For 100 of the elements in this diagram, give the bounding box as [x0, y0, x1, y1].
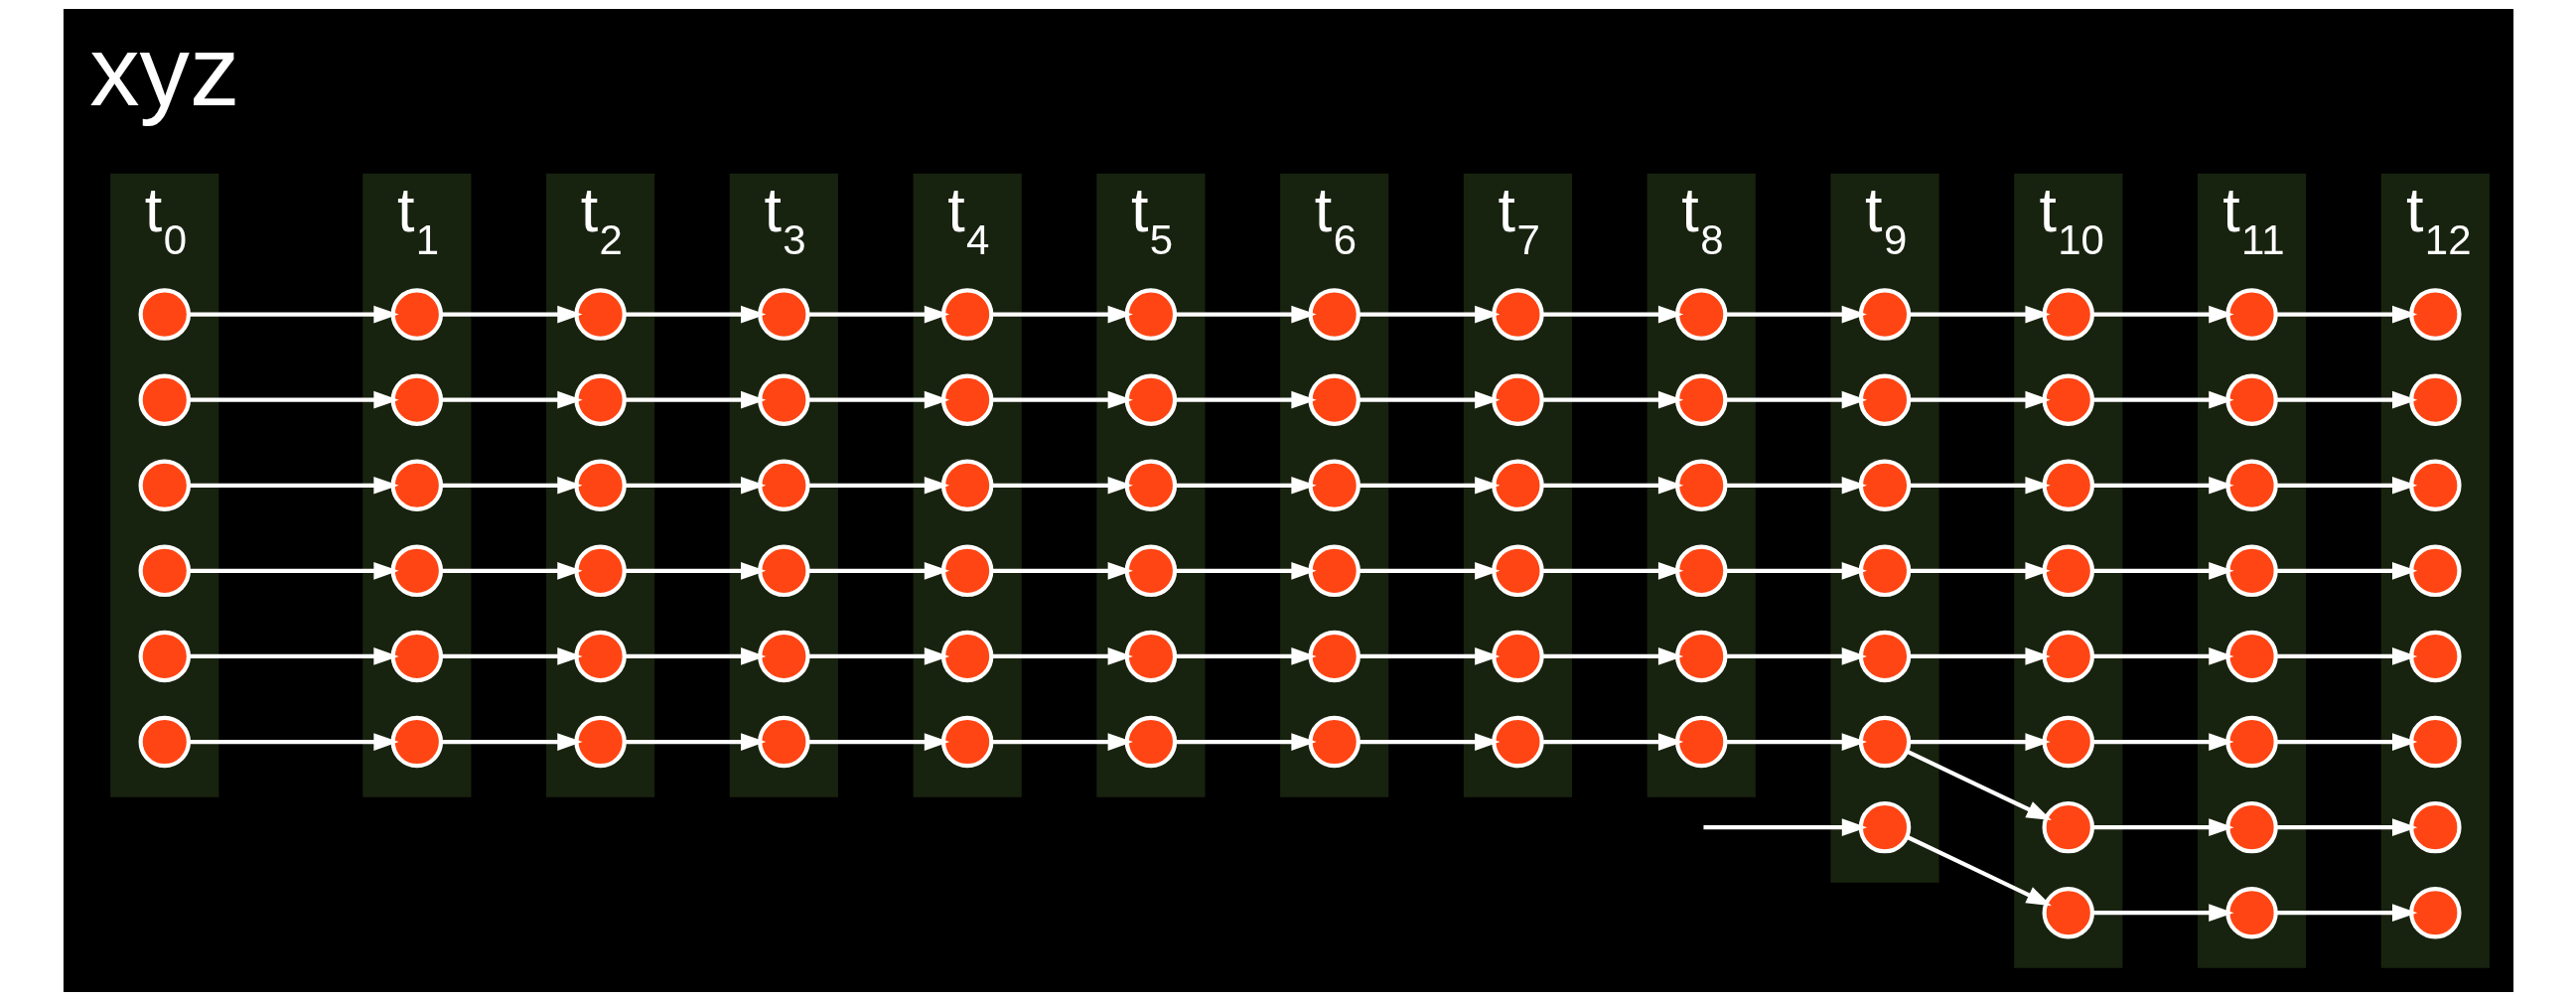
arrow: [1358, 732, 1500, 751]
node-circle: [1491, 459, 1544, 511]
arrow: [1725, 646, 1867, 665]
node-circle: [1491, 287, 1544, 341]
node-circle: [2224, 459, 2278, 511]
arrow: [1358, 646, 1500, 665]
arrow: [1908, 561, 2051, 580]
arrow: [440, 646, 583, 665]
arrow: [1174, 390, 1317, 409]
node-circle: [1491, 372, 1544, 426]
node-circle: [2408, 800, 2462, 853]
label: xyz: [88, 14, 239, 126]
arrow: [2275, 646, 2417, 665]
node-circle: [138, 630, 191, 682]
node-circle: [138, 544, 191, 597]
node-circle: [573, 459, 627, 511]
node-circle: [1858, 544, 1911, 597]
arrow: [624, 390, 766, 409]
node-circle: [2408, 459, 2462, 511]
arrow: [1174, 305, 1317, 323]
arrow: [440, 732, 583, 751]
arrow: [188, 646, 399, 665]
node-circle: [1858, 630, 1911, 682]
arrow: [1541, 561, 1683, 580]
cluster: t$_{3}$: [729, 173, 838, 797]
node-circle: [1307, 372, 1360, 426]
node-circle: [940, 287, 993, 341]
cluster: t$_{5}$: [1095, 173, 1205, 797]
arrow: [2091, 646, 2233, 665]
node-circle: [390, 544, 443, 597]
node-circle: [2224, 886, 2278, 938]
arrow: [1702, 817, 1867, 836]
arrow: [1541, 390, 1683, 409]
arrow: [807, 561, 949, 580]
node-circle: [2042, 372, 2094, 426]
node-circle: [1307, 630, 1360, 682]
node-circle: [757, 544, 810, 597]
arrow: [990, 561, 1133, 580]
node-circle: [1491, 544, 1544, 597]
node-circle: [1124, 715, 1177, 768]
node-circle: [1124, 459, 1177, 511]
arrow: [2091, 305, 2233, 323]
arrow: [188, 390, 399, 409]
cluster: t$_{6}$: [1279, 173, 1388, 797]
arrow: [440, 476, 583, 495]
cluster: t$_{0}$: [109, 173, 218, 797]
arrow: [2275, 817, 2417, 836]
node-circle: [2042, 630, 2094, 682]
node-circle: [1491, 630, 1544, 682]
arrow: [188, 732, 399, 751]
node-circle: [390, 459, 443, 511]
arrow: [1908, 390, 2051, 409]
arrow: [990, 732, 1133, 751]
arrow: [1541, 476, 1683, 495]
arrow: [807, 305, 949, 323]
arrow: [2091, 903, 2233, 922]
arrow: [2091, 732, 2233, 751]
arrow: [2275, 305, 2417, 323]
arrow: [990, 305, 1133, 323]
node-circle: [1858, 715, 1911, 768]
arrow: [2275, 390, 2417, 409]
node-circle: [1124, 372, 1177, 426]
node-circle: [2408, 886, 2462, 938]
node-circle: [940, 544, 993, 597]
node-circle: [2408, 630, 2462, 682]
arrow: [1906, 749, 2052, 820]
node-circle: [757, 287, 810, 341]
arrow: [1174, 561, 1317, 580]
arrow: [1358, 561, 1500, 580]
node-circle: [2224, 715, 2278, 768]
node-circle: [1124, 544, 1177, 597]
node-circle: [1307, 459, 1360, 511]
arrow: [624, 561, 766, 580]
node-circle: [1307, 544, 1360, 597]
cluster: t$_{2}$: [545, 173, 654, 797]
cluster: t$_{1}$: [361, 173, 471, 797]
node-circle: [2224, 544, 2278, 597]
arrow: [1174, 732, 1317, 751]
arrow: [1725, 732, 1867, 751]
node-circle: [757, 459, 810, 511]
arrow: [1174, 476, 1317, 495]
arrow: [1908, 646, 2051, 665]
arrow: [624, 646, 766, 665]
arrow: [188, 305, 399, 323]
node-circle: [573, 544, 627, 597]
cluster: t$_{4}$: [913, 173, 1022, 797]
cluster: t$_{11}$: [2197, 173, 2306, 968]
node-circle: [1858, 372, 1911, 426]
arrow: [2275, 476, 2417, 495]
arrow: [2275, 561, 2417, 580]
node-circle: [1674, 630, 1727, 682]
arrow: [188, 561, 399, 580]
arrow: [440, 390, 583, 409]
arrow: [2091, 561, 2233, 580]
node-circle: [573, 630, 627, 682]
node-circle: [2224, 372, 2278, 426]
node-circle: [138, 715, 191, 768]
arrow: [807, 732, 949, 751]
node-circle: [390, 372, 443, 426]
node-circle: [940, 372, 993, 426]
